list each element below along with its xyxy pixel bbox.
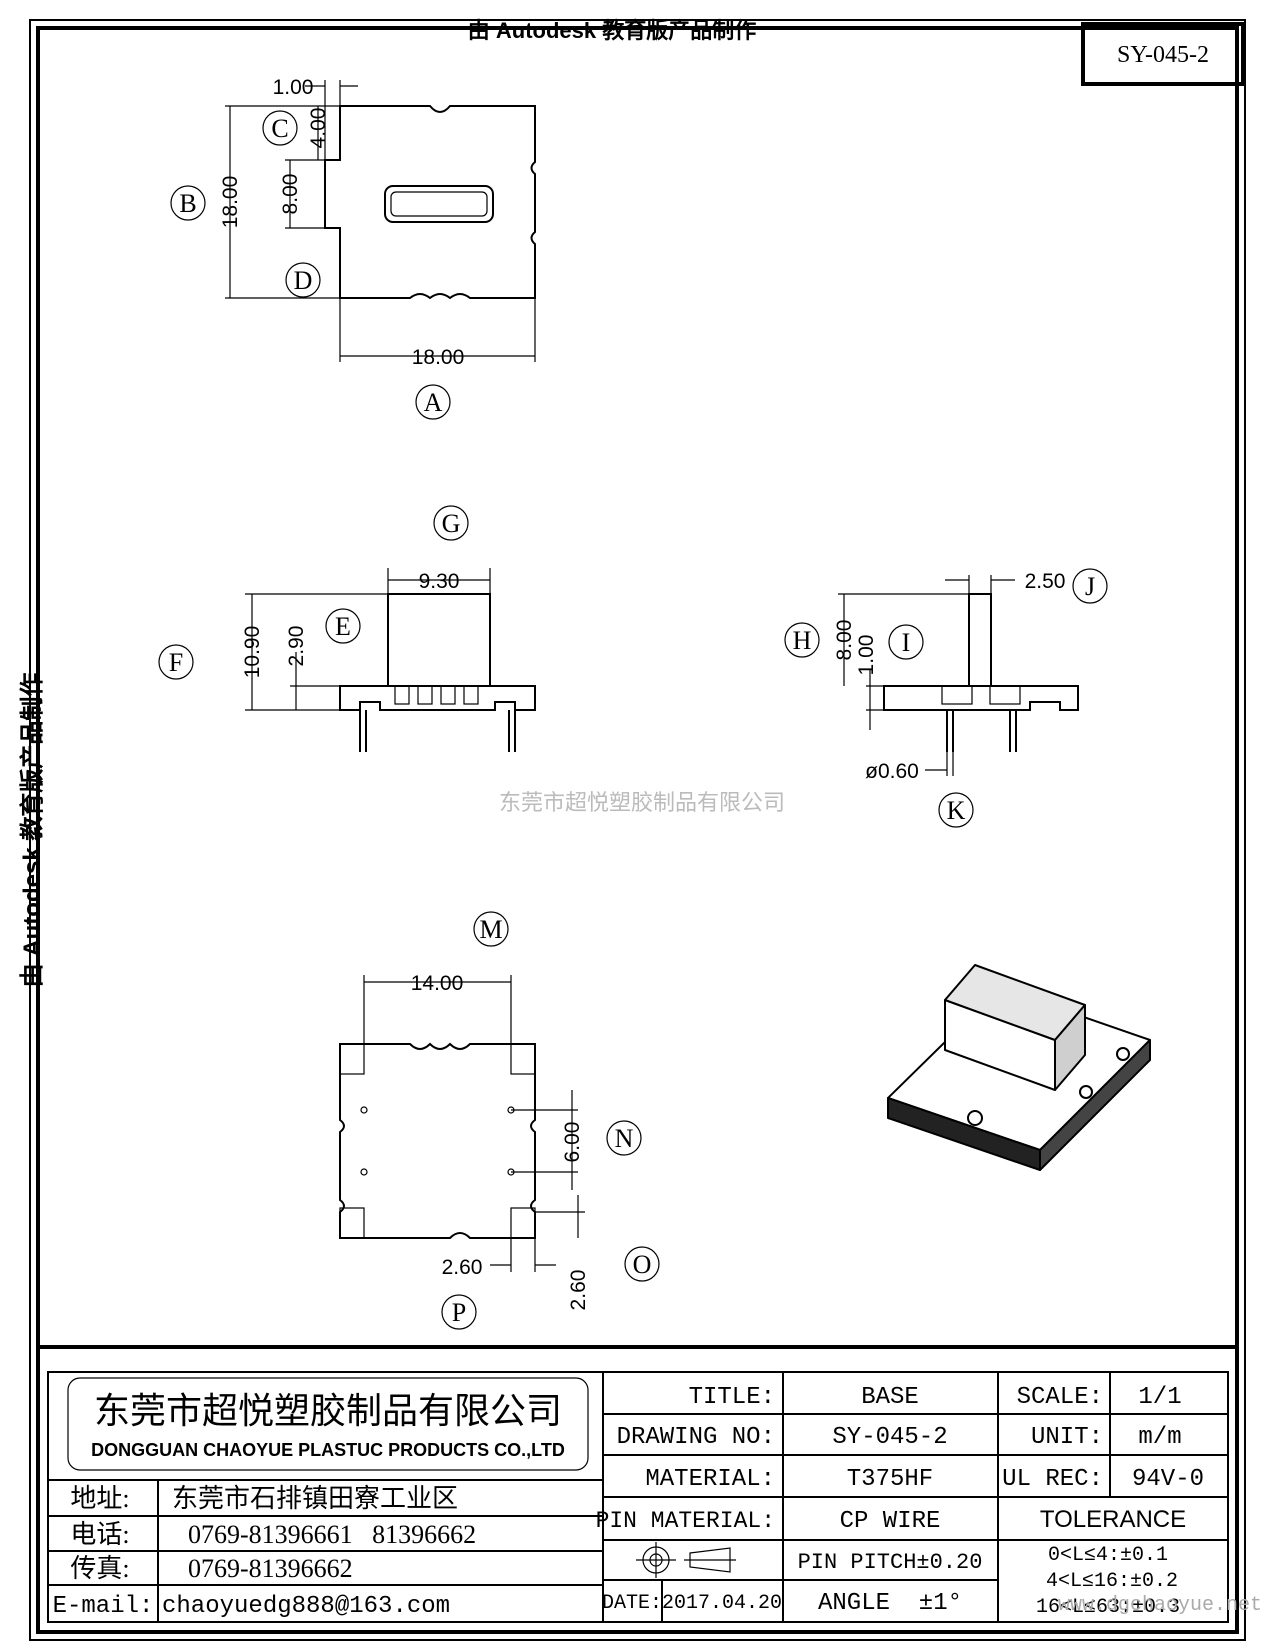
label-o: O — [633, 1250, 652, 1279]
watermark-center: 东莞市超悦塑胶制品有限公司 — [499, 790, 785, 815]
label-b: B — [179, 189, 196, 218]
company-name-cn: 东莞市超悦塑胶制品有限公司 — [94, 1391, 562, 1431]
bottom-dim-y: 2.60 — [567, 1270, 590, 1311]
label-c: C — [271, 114, 288, 143]
date-label: DATE: — [602, 1592, 662, 1615]
scale-value: 1/1 — [1138, 1384, 1181, 1411]
side-view: 2.50 8.00 1.00 ø0.60 H I J K — [784, 568, 1108, 828]
label-m: M — [479, 915, 502, 944]
label-g: G — [442, 509, 461, 538]
label-h: H — [793, 626, 812, 655]
label-k: K — [947, 796, 966, 825]
company-name-en: DONGGUAN CHAOYUE PLASTUC PRODUCTS CO.,LT… — [91, 1440, 565, 1460]
label-e: E — [335, 612, 351, 641]
material-value: T375HF — [847, 1466, 933, 1493]
drawing-code: SY-045-2 — [1117, 42, 1209, 68]
title-label: TITLE: — [689, 1384, 775, 1411]
angle-tolerance: ANGLE ±1° — [818, 1590, 962, 1617]
pin-material-label: PIN MATERIAL: — [596, 1508, 775, 1534]
front-dim-base: 2.90 — [285, 626, 308, 667]
top-dim-width: 18.00 — [412, 346, 465, 369]
tolerance-row-3: 16<L≤63:±0.3 — [1036, 1596, 1180, 1619]
top-view: 18.00 18.00 8.00 4.00 1.00 A B C D — [170, 76, 536, 420]
address-label: 地址: — [70, 1484, 129, 1513]
unit-value: m/m — [1138, 1424, 1181, 1451]
side-dim-pin: ø0.60 — [865, 760, 919, 783]
label-j: J — [1085, 572, 1095, 601]
watermark-left: 由 Autodesk 教育版产品制作 — [18, 673, 46, 988]
outer-frame — [29, 19, 1246, 1641]
phone-label: 电话: — [70, 1520, 129, 1549]
bottom-dim-pitch: 6.00 — [561, 1122, 584, 1163]
tolerance-label: TOLERANCE — [1040, 1506, 1186, 1533]
phone-value: 0769-81396661 81396662 — [188, 1520, 476, 1549]
label-p: P — [452, 1298, 466, 1327]
watermark-site: www.dgchaoyue.net — [1058, 1594, 1262, 1617]
material-label: MATERIAL: — [645, 1466, 775, 1493]
drawing-no-value: SY-045-2 — [832, 1424, 947, 1451]
unit-label: UNIT: — [1031, 1424, 1103, 1451]
tolerance-row-1: 0<L≤4:±0.1 — [1048, 1544, 1168, 1567]
label-d: D — [294, 266, 313, 295]
email-label: E-mail: — [53, 1593, 154, 1620]
address-value: 东莞市石排镇田寮工业区 — [172, 1484, 458, 1513]
label-n: N — [615, 1124, 634, 1153]
side-dim-height: 8.00 — [833, 620, 856, 661]
front-dim-total: 10.90 — [241, 626, 264, 679]
bottom-dim-width: 14.00 — [411, 972, 464, 995]
top-dim-slot: 8.00 — [279, 174, 302, 215]
side-dim-width: 2.50 — [1025, 570, 1066, 593]
drawing-code-box — [1081, 22, 1245, 86]
bottom-dim-x: 2.60 — [442, 1256, 483, 1279]
ul-label: UL REC: — [1002, 1466, 1103, 1493]
watermark-top: 由 Autodesk 教育版产品制作 — [468, 18, 756, 43]
inner-frame — [36, 26, 1239, 1634]
scale-label: SCALE: — [1017, 1384, 1103, 1411]
top-dim-height: 18.00 — [219, 176, 242, 229]
fax-label: 传真: — [70, 1554, 129, 1583]
label-f: F — [169, 648, 183, 677]
top-dim-offset: 4.00 — [307, 108, 330, 149]
title-block — [38, 1345, 1237, 1623]
front-dim-width: 9.30 — [419, 570, 460, 593]
email-value[interactable]: chaoyuedg888@163.com — [162, 1593, 450, 1620]
isometric-view — [887, 964, 1151, 1171]
ul-value: 94V-0 — [1132, 1466, 1204, 1493]
title-value: BASE — [861, 1384, 919, 1411]
pin-material-value: CP WIRE — [840, 1508, 941, 1535]
tolerance-row-2: 4<L≤16:±0.2 — [1046, 1570, 1178, 1593]
front-view: 9.30 10.90 2.90 E F G — [158, 505, 536, 752]
side-dim-base: 1.00 — [855, 635, 878, 676]
bottom-view: 14.00 6.00 2.60 2.60 M N O P — [339, 911, 660, 1330]
drawing-no-label: DRAWING NO: — [617, 1424, 775, 1451]
fax-value: 0769-81396662 — [188, 1554, 353, 1583]
label-i: I — [902, 628, 911, 657]
pin-pitch: PIN PITCH±0.20 — [798, 1550, 983, 1575]
date-value: 2017.04.20 — [662, 1592, 782, 1615]
label-a: A — [424, 388, 443, 417]
top-dim-flange: 1.00 — [273, 76, 314, 99]
